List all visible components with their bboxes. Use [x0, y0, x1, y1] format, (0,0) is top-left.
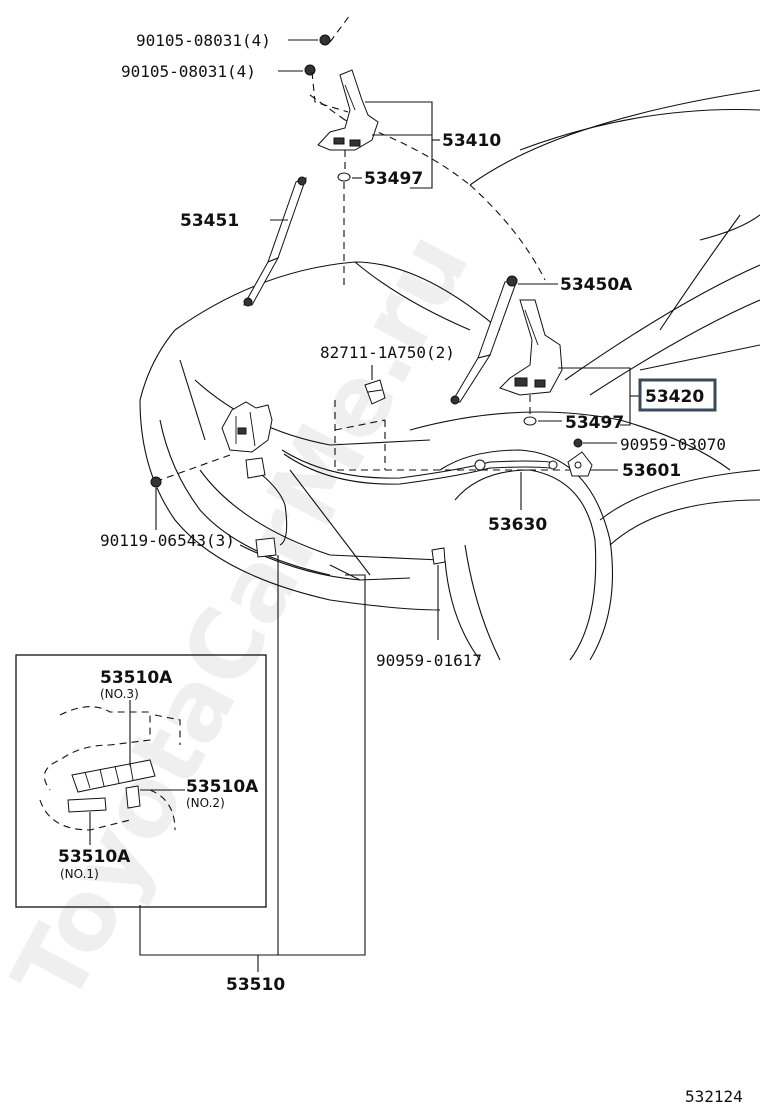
label-clip-upper: 82711-1A750(2) [320, 343, 455, 362]
label-inset-mid-code: 53510A [186, 777, 259, 797]
label-inset-bot-sub: (NO.1) [60, 867, 99, 881]
label-cushion-top: 53497 [364, 169, 423, 189]
label-clip-cable: 90959-03070 [620, 435, 726, 454]
label-inset-bot-code: 53510A [58, 847, 131, 867]
car-body-outline [139, 89, 760, 661]
label-stay-left: 53451 [180, 211, 239, 231]
label-inset-top-sub: (NO.3) [100, 687, 139, 701]
label-bolt-lower: 90105-08031(4) [121, 62, 256, 81]
release-cable-part [255, 449, 558, 558]
clip-82711-part [364, 379, 386, 405]
inset-box [15, 654, 267, 908]
label-clip-lower: 90959-01617 [376, 651, 482, 670]
diagram-id: 532124 [685, 1087, 743, 1106]
label-inset-top-code: 53510A [100, 668, 173, 688]
label-lever: 53601 [622, 461, 681, 481]
hinge-53410-part [304, 34, 379, 151]
watermark-text: ToyotaCarMe.ru [0, 215, 491, 1021]
hood-lock-part [221, 401, 273, 479]
inset-detail [39, 700, 185, 845]
label-hinge-53420: 53420 [645, 387, 704, 407]
label-stay-right: 53450A [560, 275, 633, 295]
highlight-box-53420 [638, 378, 717, 412]
lever-53601-part [567, 451, 593, 477]
label-bolt-upper: 90105-08031(4) [136, 31, 271, 50]
label-cable: 53630 [488, 515, 547, 535]
label-cable-assy: 53510 [226, 975, 285, 995]
stay-53450A-part [450, 275, 518, 405]
label-hinge-53410: 53410 [442, 131, 501, 151]
hinge-53420-part [499, 299, 563, 396]
label-inset-mid-sub: (NO.2) [186, 796, 225, 810]
label-cushion-right: 53497 [565, 413, 624, 433]
label-bolt-lock: 90119-06543(3) [100, 531, 235, 550]
